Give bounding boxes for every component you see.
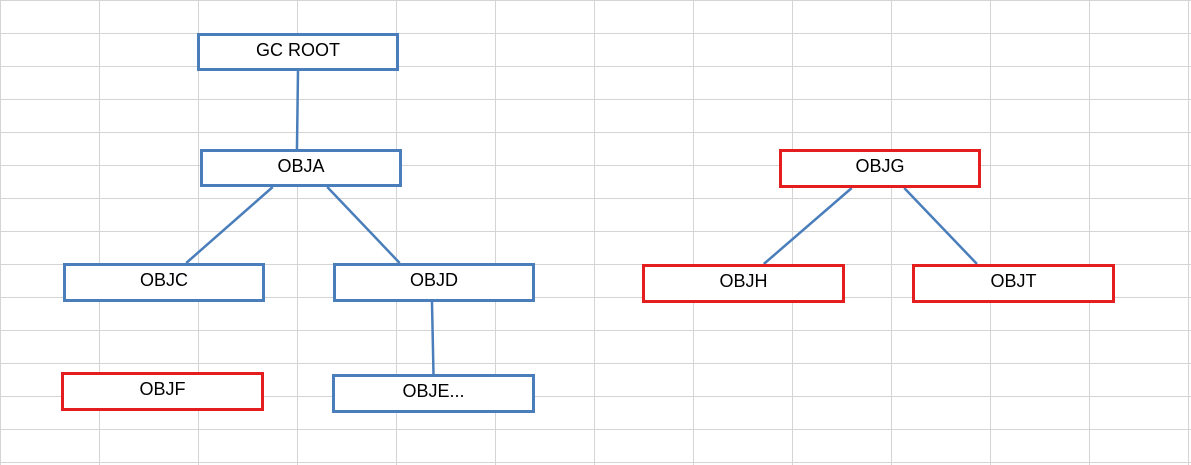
edge-obja-objc bbox=[185, 186, 274, 264]
node-objt: OBJT bbox=[912, 264, 1115, 303]
node-objd: OBJD bbox=[333, 263, 535, 302]
node-label: OBJC bbox=[139, 270, 188, 290]
node-gc-root: GC ROOT bbox=[197, 33, 399, 71]
node-label: OBJG bbox=[855, 156, 905, 176]
edge-objd-obje bbox=[430, 301, 435, 375]
node-obje: OBJE... bbox=[332, 374, 535, 413]
node-label: OBJT bbox=[990, 271, 1037, 291]
node-objg: OBJG bbox=[779, 149, 981, 188]
edge-objg-objt bbox=[903, 187, 978, 265]
edge-gc_root-obja bbox=[295, 70, 300, 150]
node-label: OBJE... bbox=[402, 381, 465, 401]
node-obja: OBJA bbox=[200, 149, 402, 187]
node-objh: OBJH bbox=[642, 264, 845, 303]
node-label: OBJF bbox=[139, 379, 186, 399]
node-objc: OBJC bbox=[63, 263, 265, 302]
node-label: OBJD bbox=[409, 270, 458, 290]
node-objf: OBJF bbox=[61, 372, 264, 411]
node-label: GC ROOT bbox=[256, 39, 340, 60]
edge-obja-objd bbox=[326, 186, 401, 264]
edge-objg-objh bbox=[762, 187, 853, 265]
node-label: OBJA bbox=[277, 155, 325, 176]
node-label: OBJH bbox=[719, 271, 768, 291]
